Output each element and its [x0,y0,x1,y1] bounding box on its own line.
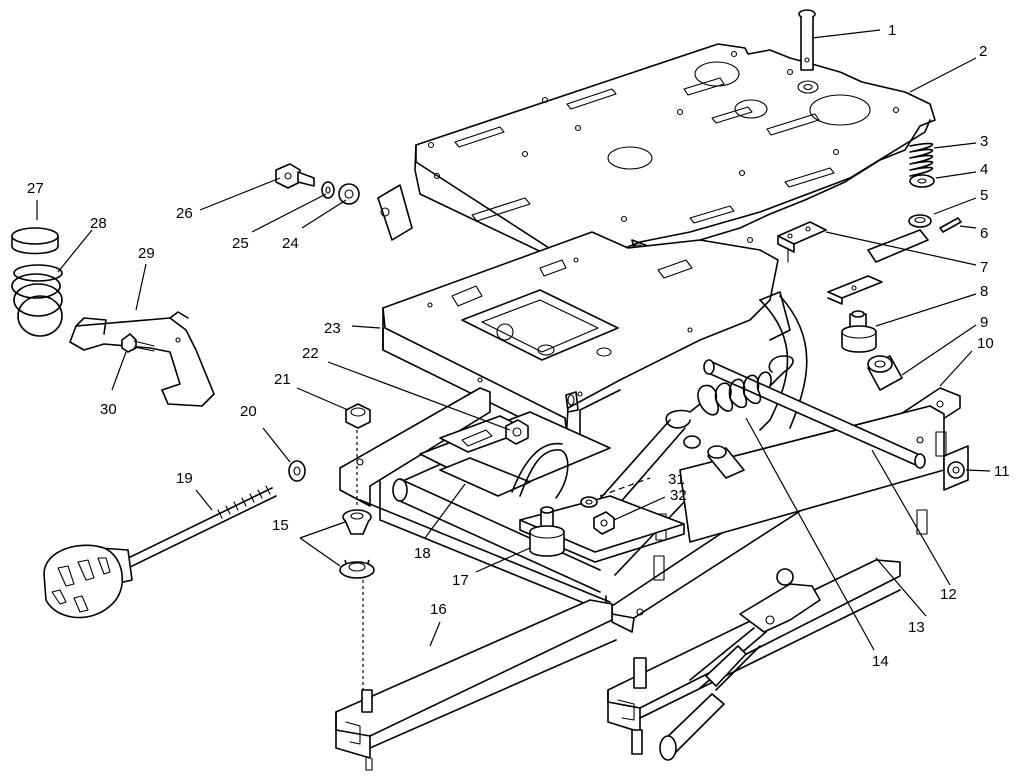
callout-28: 28 [90,215,107,232]
callout-4: 4 [980,161,988,178]
nut-21 [345,403,371,429]
callout-5: 5 [980,187,988,204]
spring-14 [665,355,794,429]
washer-24 [338,183,360,205]
callout-labels: 1 2 3 4 5 6 7 8 9 10 11 12 13 14 15 16 1… [27,22,1010,670]
nut-32 [593,511,615,535]
slide-rail-left [335,599,617,771]
callout-26: 26 [176,205,193,222]
callout-6: 6 [980,225,988,242]
callout-8: 8 [980,283,988,300]
callout-31: 31 [668,471,685,488]
rod-12 [703,359,926,469]
spring-28 [11,264,63,337]
cable-link [511,442,569,499]
callout-23: 23 [324,320,341,337]
callout-17: 17 [452,572,469,589]
callout-12: 12 [940,586,957,603]
pin [798,9,816,71]
leader-lines [36,29,991,651]
callout-15: 15 [272,517,289,534]
pin-6 [939,217,962,233]
side-bracket-right [759,229,929,341]
callout-24: 24 [282,235,299,252]
nut-22 [505,419,529,445]
callout-10: 10 [977,335,994,352]
callout-29: 29 [138,245,155,262]
callout-32: 32 [670,487,687,504]
callout-16: 16 [430,601,447,618]
bolt-26 [275,163,315,189]
cap-27 [11,227,59,255]
callout-2: 2 [979,43,987,60]
callout-7: 7 [980,259,988,276]
callout-11: 11 [994,463,1010,480]
bracket-29 [69,311,215,407]
bumper-17 [529,506,565,557]
washer-20 [288,460,306,482]
callout-3: 3 [980,133,988,150]
callout-20: 20 [240,403,257,420]
callout-18: 18 [414,545,431,562]
bushings-15 [339,430,375,690]
callout-13: 13 [908,619,925,636]
washer-4 [909,174,935,188]
callout-30: 30 [100,401,117,418]
adjuster-knob-assembly [43,485,277,619]
callout-25: 25 [232,235,249,252]
spring-3 [909,142,934,177]
slide-rail-right [607,559,901,755]
bolt-30 [121,333,155,353]
callout-27: 27 [27,180,44,197]
damper-plate [419,411,611,497]
bracket-7 [777,221,827,263]
washer-5 [908,214,932,228]
callout-14: 14 [872,653,889,670]
release-lever [659,568,821,761]
callout-21: 21 [274,371,291,388]
callout-22: 22 [302,345,319,362]
callout-19: 19 [176,470,193,487]
bushing-lower [683,435,745,479]
bumper-8 [841,310,877,353]
callout-1: 1 [888,22,896,39]
bushing-9 [867,355,903,391]
washer-31 [580,496,598,508]
callout-9: 9 [980,314,988,331]
